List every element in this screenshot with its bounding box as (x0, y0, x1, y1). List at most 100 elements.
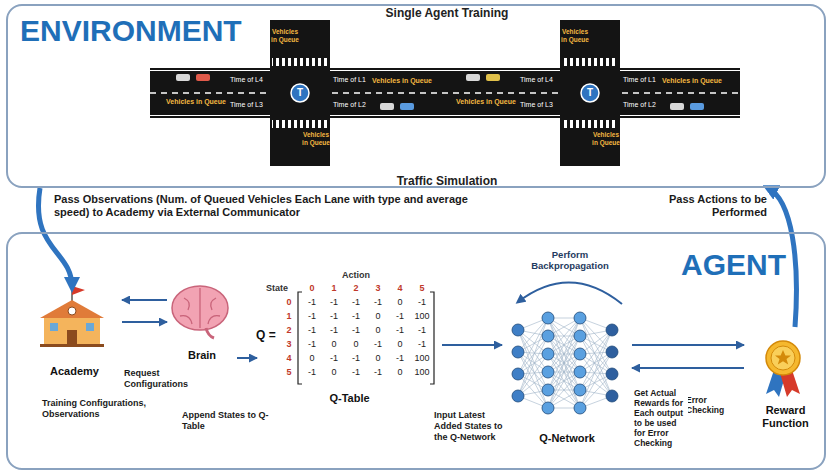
table-cell: 100 (411, 311, 433, 322)
row-index: 1 (281, 311, 297, 322)
row-index: 3 (281, 339, 297, 350)
academy-icon (40, 286, 104, 347)
neural-network-icon (512, 312, 618, 414)
row-index: 2 (281, 325, 297, 336)
table-cell: -1 (345, 325, 367, 336)
queue-label: Vehicles in Queue (271, 28, 299, 44)
signal-time-label: Time of L1 (623, 75, 661, 84)
queue-label: Vehicles in Queue (302, 131, 330, 147)
node-text: Brain (188, 349, 216, 364)
table-cell: 0 (367, 353, 389, 364)
table-cell: 100 (411, 367, 433, 378)
road (560, 20, 620, 166)
edge-label: Error Checking (684, 395, 748, 415)
table-cell: 0 (345, 339, 367, 350)
table-cell: -1 (301, 367, 323, 378)
node-text: Q-Network (539, 432, 595, 447)
signal-time-label: Time of L3 (520, 100, 558, 109)
table-cell: -1 (301, 339, 323, 350)
axis-title: Action (342, 270, 392, 281)
table-cell: 0 (301, 353, 323, 364)
table-cell: -1 (345, 353, 367, 364)
edge-label: Pass Observations (Num. of Queued Vehicl… (52, 193, 476, 219)
flow-arrow (122, 299, 167, 301)
backprop-arrow (518, 282, 622, 304)
queue-label: Vehicles in Queue (592, 131, 620, 147)
table-cell: -1 (345, 311, 367, 322)
edge-label: Pass Actions to be Performed (640, 193, 769, 219)
table-cell: 0 (389, 297, 411, 308)
node-text: Single Agent Training (386, 6, 509, 20)
table-cell: -1 (323, 311, 345, 322)
vehicle (176, 74, 704, 110)
table-cell: 0 (389, 367, 411, 378)
queue-label: Vehicles in Queue (456, 97, 520, 106)
flow-arrow (237, 357, 257, 359)
table-cell: 0 (389, 339, 411, 350)
crosswalk (272, 58, 618, 128)
node-text: Traffic Simulation (397, 174, 498, 188)
lane-edge (150, 71, 740, 116)
road (270, 20, 330, 166)
queue-label: Vehicles in Queue (662, 76, 726, 85)
edge-label: Append States to Q-Table (180, 410, 284, 432)
table-cell: -1 (411, 325, 433, 336)
table-cell: -1 (301, 325, 323, 336)
table-cell: -1 (323, 325, 345, 336)
controller-label: T (294, 87, 306, 99)
controller-label: T (584, 87, 596, 99)
table-cell: -1 (323, 353, 345, 364)
queue-label: Vehicles in Queue (166, 97, 230, 106)
traffic-simulation: Single Agent TrainingTraffic Simulation (152, 6, 742, 188)
row-index: 5 (281, 367, 297, 378)
table-cell: -1 (345, 297, 367, 308)
brain-node: Brain (167, 282, 237, 364)
table-cell: 100 (411, 353, 433, 364)
column-index: 4 (389, 283, 411, 294)
signal-time-label: Time of L3 (230, 100, 268, 109)
brain-icon (172, 286, 228, 338)
flow-arrow (442, 344, 502, 346)
signal-time-label: Time of L2 (333, 100, 371, 109)
column-index: 1 (323, 283, 345, 294)
table-cell: 0 (367, 311, 389, 322)
table-cell: -1 (323, 297, 345, 308)
row-index: 4 (281, 353, 297, 364)
column-index: 5 (411, 283, 433, 294)
table-cell: -1 (367, 297, 389, 308)
road (150, 68, 740, 118)
table-cell: -1 (389, 311, 411, 322)
reward-medal-icon (766, 341, 800, 397)
signal-time-label: Time of L2 (623, 100, 661, 109)
flow-arrow (122, 321, 167, 323)
column-index: 0 (301, 283, 323, 294)
edge-label: Request Configurations (122, 368, 211, 390)
center-line (150, 92, 740, 94)
row-index: 0 (281, 297, 297, 308)
table-cell: 0 (323, 367, 345, 378)
signal-time-label: Time of L1 (333, 75, 371, 84)
environment-panel: ENVIRONMENTSingle Agent TrainingTraffic … (6, 4, 826, 188)
queue-label: Vehicles in Queue (561, 28, 589, 44)
table-cell: -1 (389, 325, 411, 336)
matrix-symbol: Q = (256, 328, 282, 342)
edge-label: Training Configurations, Observations (40, 398, 159, 420)
table-cell: 0 (367, 325, 389, 336)
axis-title: State (266, 283, 296, 294)
signal-time-label: Time of L4 (230, 75, 268, 84)
flow-arrow (632, 367, 744, 369)
matrix-bracket (298, 292, 434, 384)
node-text: AGENT (681, 248, 786, 282)
table-cell: -1 (345, 367, 367, 378)
table-cell: -1 (367, 367, 389, 378)
controller-dot (291, 84, 309, 102)
node-text: Q-Table (329, 392, 369, 407)
queue-label: Vehicles in Queue (372, 76, 436, 85)
controller-dot (581, 84, 599, 102)
flow-arrow (632, 344, 744, 346)
edge-label: Input Latest Added States to the Q-Netwo… (432, 410, 511, 443)
column-index: 2 (345, 283, 367, 294)
edge-label: Get Actual Rewards for Each output to be… (632, 388, 688, 448)
process-note: Perform Backpropagation (530, 249, 610, 271)
node-text: Academy (50, 365, 99, 380)
